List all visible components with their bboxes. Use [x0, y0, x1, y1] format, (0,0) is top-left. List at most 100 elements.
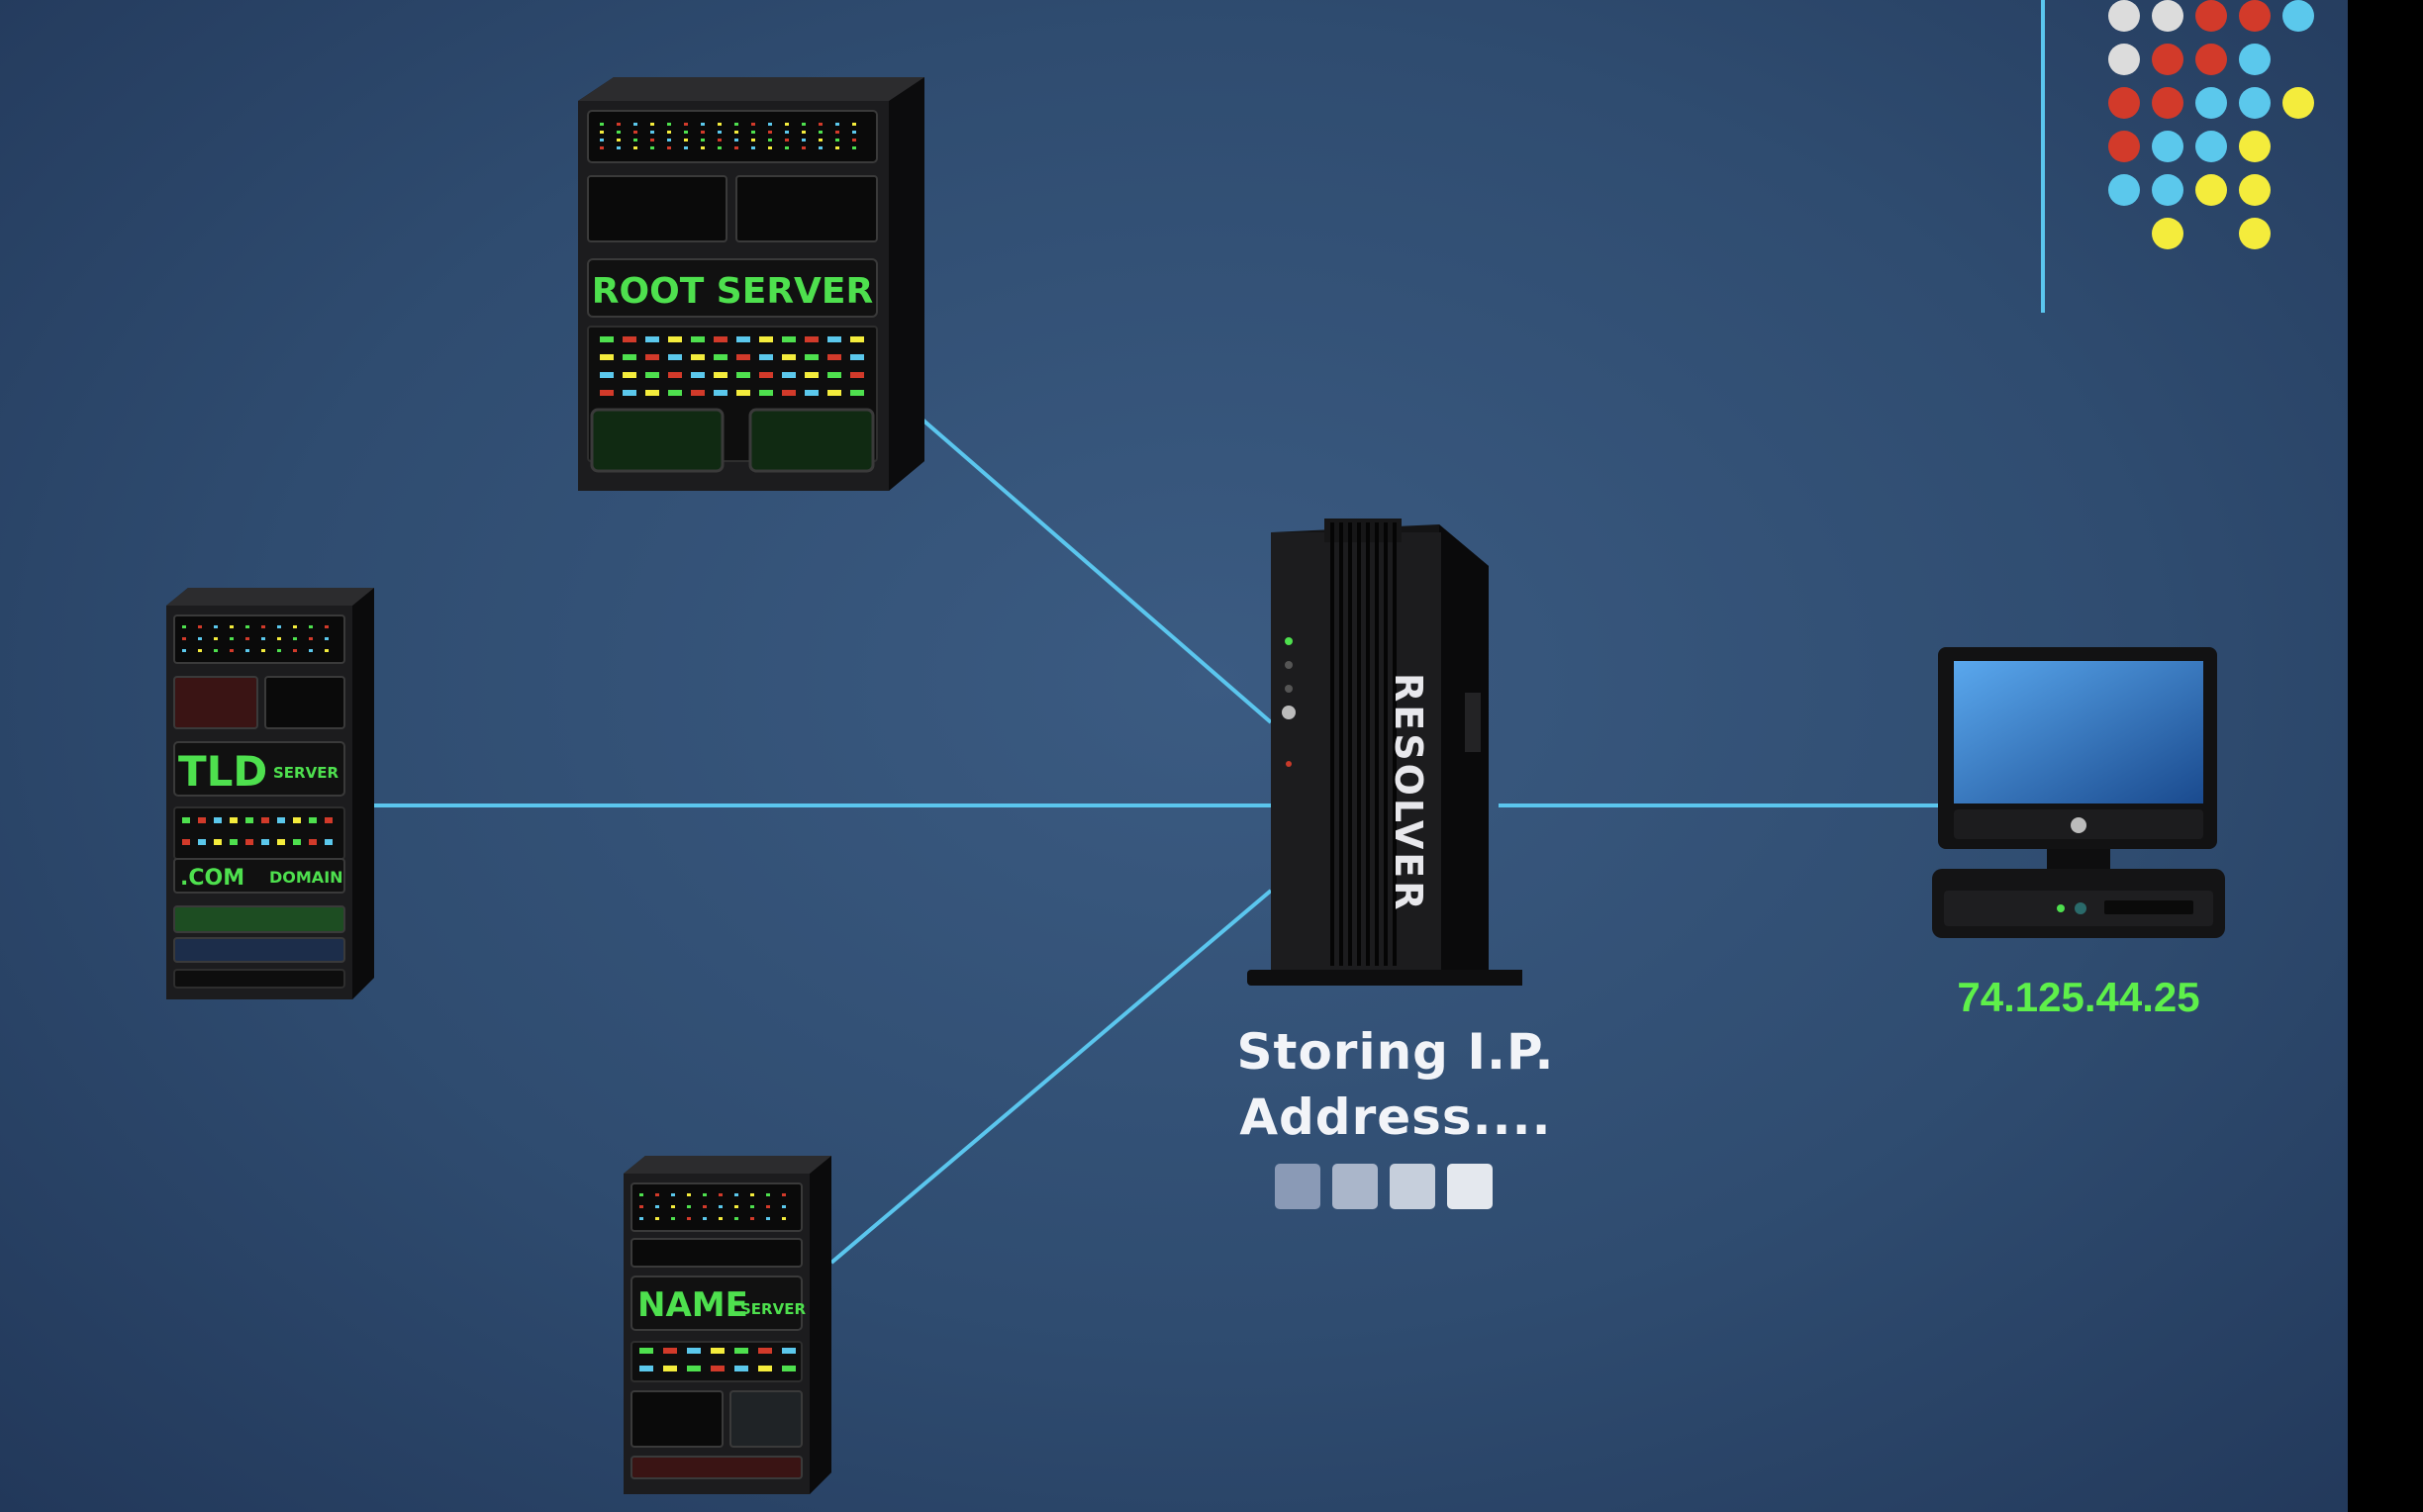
led: [827, 372, 841, 378]
led: [827, 354, 841, 360]
name-server-sub-label: SERVER: [740, 1300, 806, 1318]
led: [198, 649, 202, 652]
led: [750, 1205, 754, 1208]
led: [230, 637, 234, 640]
led: [703, 1217, 707, 1220]
led: [718, 123, 722, 126]
led: [293, 625, 297, 628]
led: [718, 146, 722, 149]
led: [600, 336, 614, 342]
led: [639, 1217, 643, 1220]
led: [805, 354, 819, 360]
led: [245, 839, 253, 845]
led: [701, 123, 705, 126]
led: [633, 131, 637, 134]
status-led-strip: [182, 625, 333, 845]
led: [736, 354, 750, 360]
led: [650, 131, 654, 134]
led: [751, 131, 755, 134]
led: [759, 372, 773, 378]
led: [691, 390, 705, 396]
led: [835, 131, 839, 134]
led: [782, 1205, 786, 1208]
led: [230, 649, 234, 652]
desktop-power-led: [2057, 904, 2065, 912]
led: [736, 390, 750, 396]
tld-domain-label: DOMAIN: [269, 868, 343, 887]
led: [182, 625, 186, 628]
vent-slot: [1348, 522, 1352, 966]
decorative-vertical-line: [2041, 0, 2045, 313]
led: [734, 1366, 748, 1371]
led: [182, 839, 190, 845]
led: [623, 336, 636, 342]
led: [734, 1217, 738, 1220]
led: [309, 817, 317, 823]
led: [782, 1193, 786, 1196]
led: [667, 139, 671, 142]
led: [750, 1193, 754, 1196]
led: [827, 336, 841, 342]
vent-slot: [1357, 522, 1361, 966]
led: [766, 1205, 770, 1208]
decorative-dot: [2152, 44, 2183, 75]
led: [751, 139, 755, 142]
led: [600, 354, 614, 360]
right-black-bar: [2348, 0, 2423, 1512]
led: [293, 637, 297, 640]
led: [645, 336, 659, 342]
decorative-dot: [2239, 131, 2271, 162]
led: [736, 372, 750, 378]
led: [600, 146, 604, 149]
led: [805, 372, 819, 378]
led: [639, 1348, 653, 1354]
decorative-dot: [2195, 87, 2227, 119]
decorative-dot: [2282, 0, 2314, 32]
status-led-red: [1286, 761, 1292, 767]
led: [835, 139, 839, 142]
progress-square: [1447, 1164, 1493, 1209]
led: [850, 390, 864, 396]
led: [852, 131, 856, 134]
led: [785, 146, 789, 149]
led: [245, 637, 249, 640]
led: [687, 1217, 691, 1220]
led: [782, 1366, 796, 1371]
led: [734, 139, 738, 142]
led: [214, 637, 218, 640]
led: [633, 139, 637, 142]
led: [714, 372, 727, 378]
tld-server-rack: TLD SERVER .COM DOMAIN: [166, 588, 374, 999]
decorative-dot: [2152, 87, 2183, 119]
decorative-dot: [2108, 131, 2140, 162]
led: [623, 372, 636, 378]
decorative-dot: [2152, 0, 2183, 32]
led: [687, 1348, 701, 1354]
desktop-power-button: [2075, 902, 2086, 914]
led: [600, 131, 604, 134]
led: [309, 839, 317, 845]
led: [230, 817, 238, 823]
led: [261, 649, 265, 652]
led: [182, 817, 190, 823]
led: [655, 1193, 659, 1196]
led: [852, 146, 856, 149]
led: [671, 1193, 675, 1196]
led: [261, 817, 269, 823]
led: [768, 139, 772, 142]
led: [782, 390, 796, 396]
led: [198, 625, 202, 628]
name-server-rack: NAME SERVER: [624, 1156, 831, 1494]
led: [655, 1217, 659, 1220]
led: [277, 839, 285, 845]
led: [617, 123, 621, 126]
led: [684, 123, 688, 126]
root-server-label: ROOT SERVER: [592, 271, 873, 312]
connector-root-resolver: [921, 418, 1273, 724]
led: [768, 123, 772, 126]
led: [293, 839, 301, 845]
led: [214, 817, 222, 823]
led: [650, 146, 654, 149]
led: [766, 1217, 770, 1220]
root-server-rack: ROOT SERVER: [578, 77, 924, 491]
